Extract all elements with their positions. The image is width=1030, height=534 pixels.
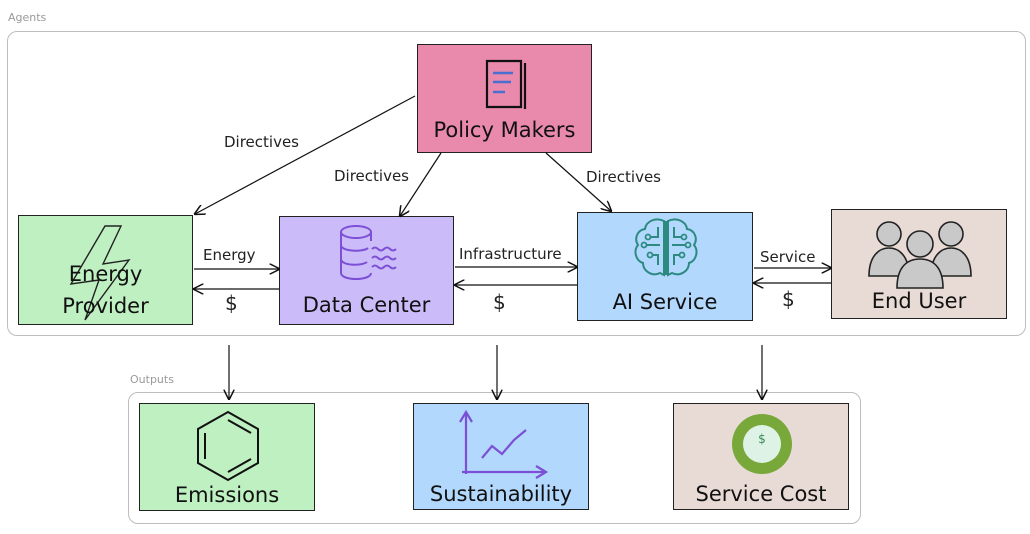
sustainability-label: Sustainability: [429, 482, 573, 506]
benzene-icon: [197, 410, 259, 482]
dollar-label-2: $: [493, 290, 506, 314]
directives-label-1: Directives: [224, 133, 299, 151]
coin-icon: [732, 414, 792, 474]
directives-arrow-datacenter: [400, 152, 442, 216]
energy-label: Energy: [203, 246, 256, 264]
lightning-icon: [69, 225, 131, 321]
policy-makers-node[interactable]: Policy Makers: [417, 44, 592, 153]
infrastructure-label: Infrastructure: [459, 245, 562, 263]
agents-group: [7, 31, 1026, 336]
energy-provider-node[interactable]: Energy Provider: [18, 215, 193, 325]
agents-group-label: Agents: [8, 11, 47, 24]
outputs-group-label: Outputs: [130, 373, 174, 386]
users-icon: [868, 221, 972, 289]
coin-symbol: $: [758, 432, 766, 446]
energy-provider-label-line1: Energy: [68, 262, 143, 286]
directives-arrow-energy: [195, 95, 416, 214]
emissions-label: Emissions: [174, 483, 280, 507]
end-user-node[interactable]: End User: [831, 209, 1007, 319]
data-center-node[interactable]: Data Center: [279, 216, 454, 325]
directives-arrow-aiservice: [545, 152, 611, 211]
document-icon: [485, 59, 527, 109]
directives-label-2: Directives: [334, 167, 409, 185]
database-icon: [340, 225, 397, 280]
dollar-label-3: $: [782, 287, 795, 311]
brain-circuit-icon: [634, 218, 698, 277]
ai-service-node[interactable]: AI Service: [577, 212, 753, 321]
service-cost-label: Service Cost: [695, 482, 827, 506]
service-cost-node[interactable]: $ Service Cost: [673, 403, 849, 510]
data-center-label: Data Center: [302, 293, 431, 317]
energy-provider-label-line2: Provider: [62, 294, 149, 318]
service-label: Service: [760, 248, 816, 266]
dollar-label-1: $: [225, 291, 238, 315]
end-user-label: End User: [871, 289, 967, 313]
emissions-node[interactable]: Emissions: [139, 403, 315, 511]
directives-label-3: Directives: [586, 168, 661, 186]
trend-chart-icon: [459, 409, 549, 479]
sustainability-node[interactable]: Sustainability: [413, 403, 589, 510]
ai-service-label: AI Service: [612, 290, 718, 314]
policy-makers-label: Policy Makers: [433, 118, 576, 142]
